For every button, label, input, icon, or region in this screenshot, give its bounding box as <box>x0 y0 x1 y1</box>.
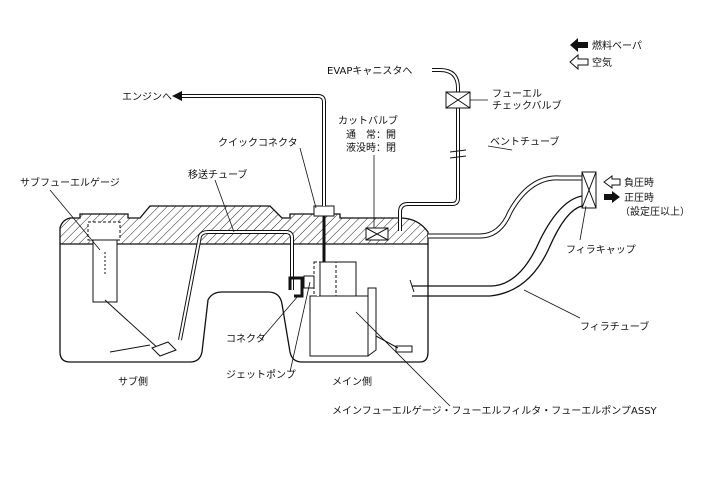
positive-pressure-arrow-icon <box>604 191 620 203</box>
label-assy: メインフューエルゲージ・フューエルフィルタ・フューエルポンプASSY <box>332 405 658 417</box>
label-vent-tube: ベントチューブ <box>490 135 559 148</box>
main-gauge-top <box>313 261 337 297</box>
tank-outline <box>59 244 429 363</box>
label-evap-canister: EVAPキャニスタへ <box>327 65 412 77</box>
leader-lines <box>49 99 587 407</box>
label-jet-pump: ジェットポンプ <box>226 369 296 381</box>
sub-fuel-gauge-top <box>87 221 121 241</box>
label-cut-valve: カットバルブ <box>338 114 398 127</box>
engine-line <box>181 94 326 206</box>
label-positive-pressure: 正圧時 <box>624 192 654 204</box>
filler-tube <box>412 195 583 287</box>
label-fuel-check-valve-2: チェックバルブ <box>492 99 562 112</box>
label-connector: コネクタ <box>226 333 266 345</box>
sub-fuel-gauge-body <box>92 239 118 303</box>
engine-arrow-icon <box>172 91 182 101</box>
air-arrow-icon <box>569 53 589 71</box>
main-float <box>395 345 413 353</box>
label-transfer-tube: 移送チューブ <box>188 168 247 181</box>
fuel-vapor-arrow-icon <box>570 38 588 52</box>
label-quick-connector: クイックコネクタ <box>218 137 298 149</box>
negative-pressure-arrow-icon <box>603 175 621 189</box>
sub-float <box>151 341 177 357</box>
label-sub-fuel-gauge: サブフューエルゲージ <box>20 176 120 189</box>
label-filler-cap: フィラキャップ <box>566 244 636 256</box>
label-fuel-check-valve-1: フューエル <box>492 89 542 100</box>
label-cut-valve-normal: 通 常：開 <box>346 128 396 141</box>
legend-air: 空気 <box>592 56 612 69</box>
legend-fuel-vapor: 燃料ベーパ <box>592 39 642 52</box>
label-filler-tube: フィラチューブ <box>580 320 649 333</box>
quick-connector <box>313 205 335 217</box>
fuel-tank <box>59 205 429 363</box>
label-sub-side: サブ側 <box>118 375 148 388</box>
label-negative-pressure: 負圧時 <box>624 177 654 189</box>
jet-pump <box>288 276 304 298</box>
sub-float-arm <box>104 299 161 351</box>
label-set-pressure: （設定圧以上） <box>620 205 690 218</box>
label-main-side: メイン側 <box>332 375 372 388</box>
main-pump-assy <box>309 295 369 357</box>
vapor-space <box>59 205 429 245</box>
label-to-engine: エンジンへ <box>122 92 172 103</box>
label-cut-valve-submerged: 液没時：閉 <box>346 141 396 154</box>
legend: 燃料ベーパ 空気 <box>569 38 642 71</box>
